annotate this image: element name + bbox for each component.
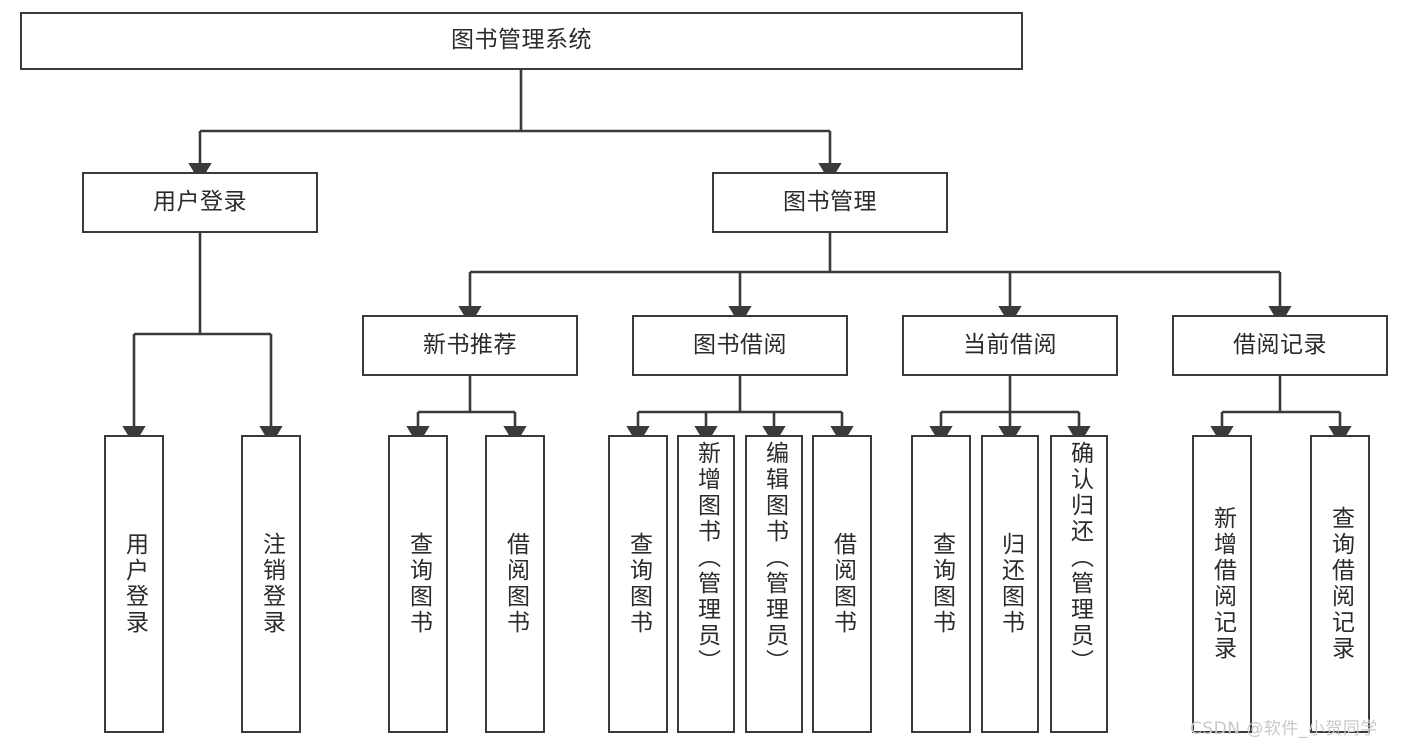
node-user-login[interactable]: 用户登录 xyxy=(82,172,318,233)
node-book-management[interactable]: 图书管理 xyxy=(712,172,948,233)
node-current-borrow[interactable]: 当前借阅 xyxy=(902,315,1118,376)
leaf-current-query-book[interactable]: 查询图书 xyxy=(911,435,971,733)
node-label: 用户登录 xyxy=(121,532,148,636)
node-label: 编辑图书（管理员） xyxy=(761,441,788,675)
leaf-current-confirm-return-admin[interactable]: 确认归还（管理员） xyxy=(1050,435,1108,733)
leaf-recommend-borrow-book[interactable]: 借阅图书 xyxy=(485,435,545,733)
node-label: 查询图书 xyxy=(928,532,955,636)
leaf-borrow-borrow-book[interactable]: 借阅图书 xyxy=(812,435,872,733)
leaf-user-login-login[interactable]: 用户登录 xyxy=(104,435,164,733)
node-label: 查询图书 xyxy=(405,532,432,636)
node-label: 借阅记录 xyxy=(1233,331,1327,358)
node-label: 新书推荐 xyxy=(423,331,517,358)
leaf-borrow-query-book[interactable]: 查询图书 xyxy=(608,435,668,733)
node-label: 图书借阅 xyxy=(693,331,787,358)
node-label: 借阅图书 xyxy=(829,532,856,636)
leaf-borrow-add-book-admin[interactable]: 新增图书（管理员） xyxy=(677,435,735,733)
node-label: 查询图书 xyxy=(625,532,652,636)
node-label: 确认归还（管理员） xyxy=(1066,441,1093,675)
node-new-book-recommend[interactable]: 新书推荐 xyxy=(362,315,578,376)
node-label: 查询借阅记录 xyxy=(1327,506,1354,662)
node-borrow-record[interactable]: 借阅记录 xyxy=(1172,315,1388,376)
node-label: 新增图书（管理员） xyxy=(693,441,720,675)
node-label: 归还图书 xyxy=(997,532,1024,636)
leaf-borrow-edit-book-admin[interactable]: 编辑图书（管理员） xyxy=(745,435,803,733)
node-label: 图书管理 xyxy=(783,188,877,215)
leaf-record-add-record[interactable]: 新增借阅记录 xyxy=(1192,435,1252,733)
csdn-watermark: CSDN @软件_小贺同学 xyxy=(1190,719,1378,739)
node-label: 当前借阅 xyxy=(963,331,1057,358)
leaf-user-login-logout[interactable]: 注销登录 xyxy=(241,435,301,733)
node-label: 借阅图书 xyxy=(502,532,529,636)
node-label: 注销登录 xyxy=(258,532,285,636)
leaf-record-query-record[interactable]: 查询借阅记录 xyxy=(1310,435,1370,733)
node-book-borrow[interactable]: 图书借阅 xyxy=(632,315,848,376)
node-label: 图书管理系统 xyxy=(451,27,592,54)
node-label: 用户登录 xyxy=(153,188,247,215)
node-label: 新增借阅记录 xyxy=(1209,506,1236,662)
leaf-recommend-query-book[interactable]: 查询图书 xyxy=(388,435,448,733)
node-root-system[interactable]: 图书管理系统 xyxy=(20,12,1023,70)
leaf-current-return-book[interactable]: 归还图书 xyxy=(981,435,1039,733)
